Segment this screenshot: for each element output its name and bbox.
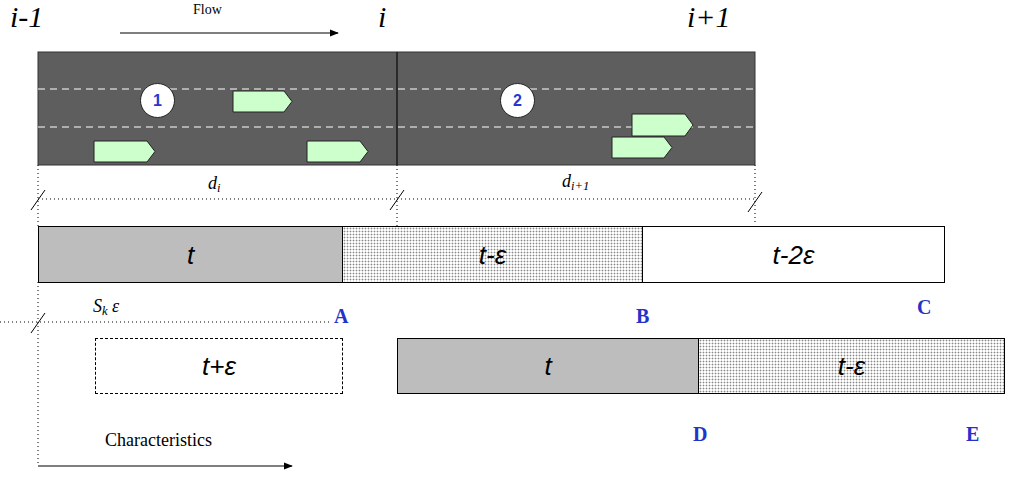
cell-index: i-1 <box>10 2 43 32</box>
leader-line <box>38 282 39 466</box>
node-text: t <box>187 242 194 268</box>
dimension-label: di+1 <box>562 172 589 190</box>
point-label: E <box>966 424 979 444</box>
node-text: t-2ε <box>773 242 815 268</box>
time-block: t+ε <box>95 338 343 394</box>
leader-line <box>397 165 398 226</box>
dimension-line <box>38 199 397 200</box>
point-label: D <box>693 424 707 444</box>
node-text: t <box>544 353 551 379</box>
road-segment <box>38 52 755 165</box>
node-text: t+ε <box>202 353 236 379</box>
cell-index: i+1 <box>687 2 731 32</box>
dimension-label: Sk ε <box>93 297 119 315</box>
characteristics-arrow <box>38 465 292 466</box>
cell-number: 2 <box>500 83 535 118</box>
cell-index: i <box>378 2 386 32</box>
time-block: t-ε <box>698 338 1005 394</box>
dimension-line <box>0 322 330 323</box>
node-text: t-ε <box>479 242 506 268</box>
time-block: t-2ε <box>642 226 945 283</box>
dimension-line <box>397 199 755 200</box>
axis-label: Characteristics <box>105 431 212 449</box>
leader-line <box>755 165 756 222</box>
vehicle <box>632 114 693 136</box>
dimension-label: di <box>208 174 221 192</box>
point-label: A <box>334 306 348 326</box>
vehicle <box>612 137 672 158</box>
time-block: t <box>38 226 343 283</box>
vehicle <box>233 91 292 112</box>
cell-boundary <box>396 52 398 165</box>
node-text: 2 <box>513 93 522 109</box>
time-block: t <box>397 338 699 394</box>
vehicle <box>307 141 368 162</box>
cell-number: 1 <box>140 83 175 118</box>
vehicle <box>94 141 155 162</box>
node-text: 1 <box>153 93 162 109</box>
time-block: t-ε <box>342 226 643 283</box>
point-label: C <box>917 297 931 317</box>
node-text: t-ε <box>838 353 865 379</box>
flow-arrow <box>120 32 338 33</box>
point-label: B <box>636 306 649 326</box>
leader-line <box>38 165 39 226</box>
flow-label: Flow <box>193 3 222 17</box>
